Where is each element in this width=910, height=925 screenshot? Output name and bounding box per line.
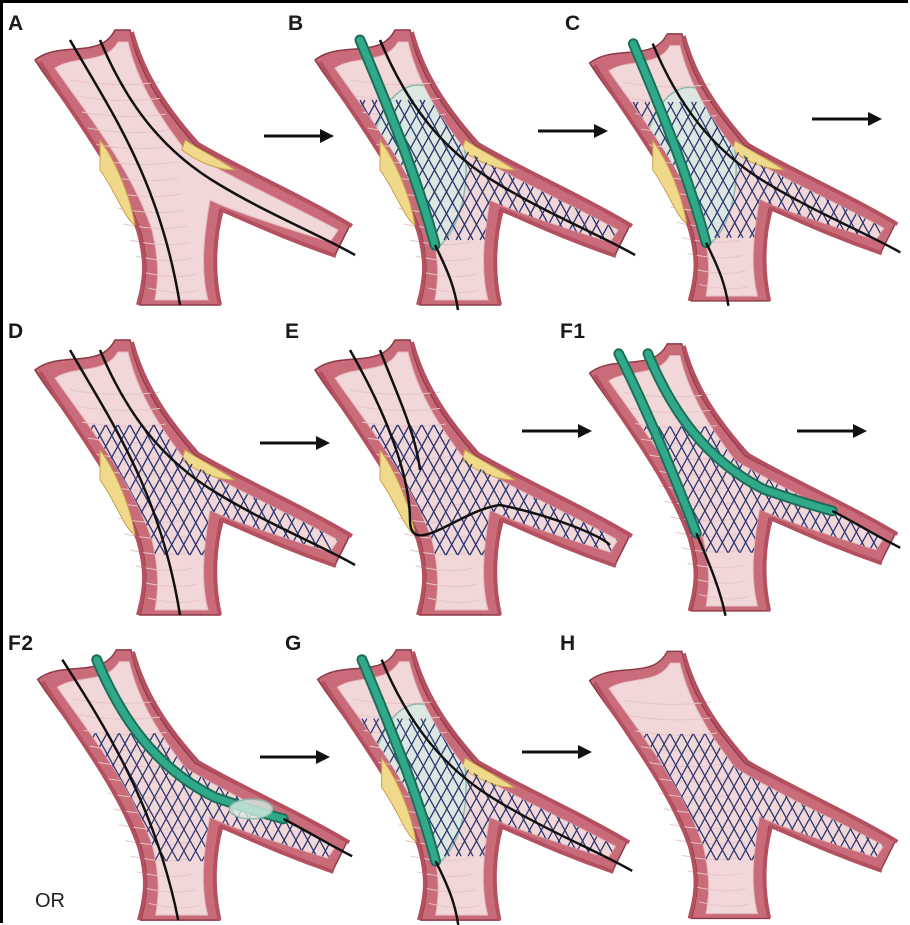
stent-strut (300, 100, 305, 240)
stent-strut (575, 426, 635, 552)
balloon-side (229, 799, 272, 819)
stent-strut (20, 733, 72, 861)
stent-strut (575, 426, 600, 552)
stent-strut (575, 426, 623, 552)
stent-strut (300, 100, 353, 240)
stent-strut (300, 719, 320, 857)
stent-strut (300, 100, 329, 240)
stent-strut (575, 426, 588, 552)
stent-strut (300, 719, 343, 857)
stent-strut (20, 425, 70, 555)
stent-strut (20, 425, 34, 555)
stent-strut (300, 100, 317, 240)
stent-strut (20, 733, 48, 861)
stent-strut (20, 733, 72, 861)
stent-strut (20, 733, 48, 861)
stent-strut (20, 425, 34, 555)
arrow-a-to-b (262, 126, 336, 146)
stent-strut (20, 733, 60, 861)
arrow-d-to-e (258, 433, 332, 453)
stent-strut (20, 425, 46, 555)
stent-strut (300, 719, 331, 857)
stent-strut (300, 719, 355, 857)
stent-strut (577, 426, 646, 552)
arrow-b-to-c (536, 121, 610, 141)
stent-strut (25, 733, 95, 861)
stent-strut (49, 733, 119, 861)
stent-strut (20, 425, 70, 555)
stent-strut (20, 425, 82, 555)
stent-strut (300, 719, 355, 857)
stent-strut (20, 425, 58, 555)
stent-strut (300, 719, 308, 857)
stent-strut (22, 425, 94, 555)
stent-strut (575, 426, 600, 552)
arrow-f2-to-g (258, 747, 332, 767)
panel-c-illustration (575, 20, 910, 310)
stent-strut (575, 426, 588, 552)
arrow-c-to-d (810, 109, 884, 129)
stent-strut (20, 733, 36, 861)
stent-strut (300, 100, 365, 240)
stent-strut (300, 100, 341, 240)
stent-strut (300, 719, 320, 857)
arrow-f1-to-next (795, 421, 869, 441)
vessel (590, 651, 898, 918)
stent-strut (20, 733, 36, 861)
stent-strut (575, 426, 635, 552)
stent-strut (300, 100, 317, 240)
arrow-e-to-f1 (520, 421, 594, 441)
stent-strut (300, 100, 305, 240)
stent-strut (300, 719, 308, 857)
stent-strut (575, 426, 623, 552)
stent-strut (312, 100, 389, 240)
stent-strut (20, 425, 46, 555)
stent-strut (315, 719, 391, 857)
stent-strut (300, 100, 341, 240)
arrow-g-to-h (520, 742, 594, 762)
stent-strut (575, 426, 611, 552)
stent-strut (22, 425, 94, 555)
stent-strut (20, 733, 60, 861)
stent-strut (300, 719, 367, 857)
stent-strut (577, 426, 646, 552)
stent-strut (300, 719, 343, 857)
stent-strut (25, 733, 95, 861)
stent-strut (300, 719, 331, 857)
stent-strut (575, 426, 611, 552)
stent-strut (300, 719, 367, 857)
stent-strut (300, 100, 353, 240)
stent-strut (300, 100, 329, 240)
panel-h-illustration (575, 640, 910, 925)
stent-strut (20, 733, 83, 861)
stent-strut (600, 734, 669, 860)
panel-f1-illustration (575, 330, 910, 620)
stent-strut (20, 733, 83, 861)
stent-strut (20, 425, 82, 555)
stent-strut (300, 100, 365, 240)
stent-strut (20, 425, 58, 555)
